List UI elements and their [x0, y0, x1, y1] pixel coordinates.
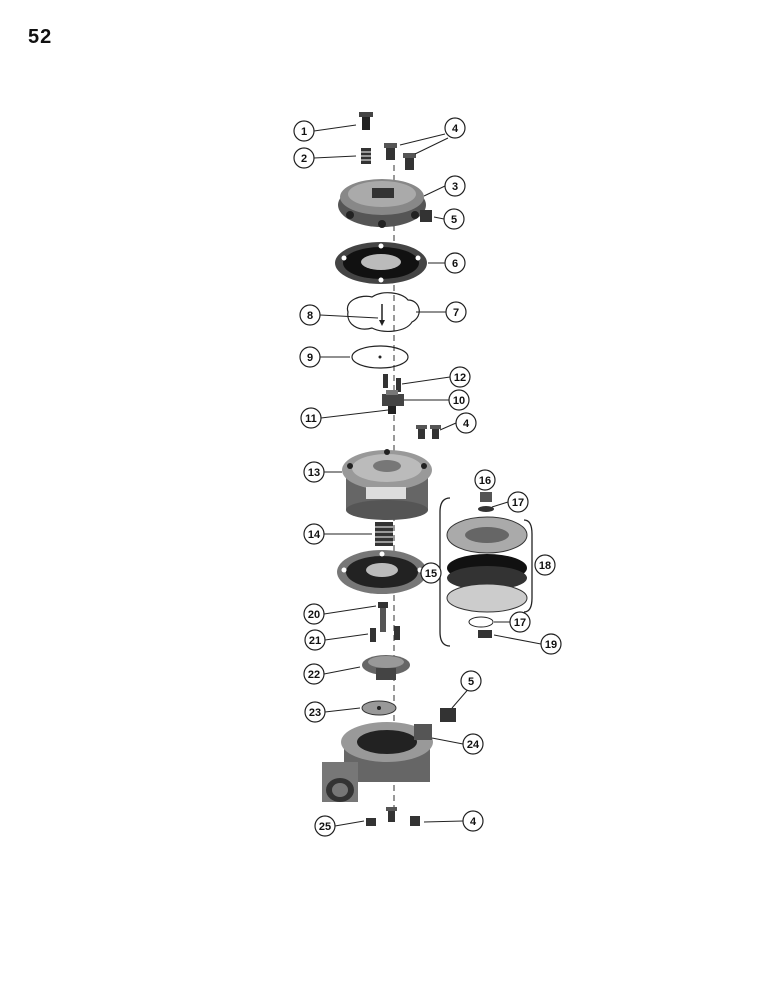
- svg-text:8: 8: [307, 310, 313, 322]
- cover-part-3: [338, 179, 426, 228]
- svg-text:15: 15: [425, 568, 437, 580]
- callout-19: 19: [540, 633, 562, 655]
- callout-18: 18: [534, 554, 556, 576]
- svg-text:6: 6: [452, 258, 458, 270]
- pin-part-8: [379, 304, 385, 326]
- callout-4b: 4: [455, 412, 477, 434]
- callout-10: 10: [448, 389, 470, 411]
- spring-part-14: [375, 522, 393, 546]
- callout-8: 8: [299, 304, 321, 326]
- callout-4c: 4: [462, 810, 484, 832]
- svg-text:12: 12: [454, 372, 466, 384]
- screw-part-4-bottom: [386, 807, 397, 822]
- callout-22: 22: [303, 663, 325, 685]
- washer-part-17-top: [478, 506, 494, 512]
- screw-part-1: [359, 112, 373, 130]
- svg-text:22: 22: [308, 669, 320, 681]
- svg-text:4: 4: [470, 816, 477, 828]
- svg-text:20: 20: [308, 609, 320, 621]
- svg-text:23: 23: [309, 707, 321, 719]
- callout-13: 13: [303, 461, 325, 483]
- plug-part-5-top: [420, 210, 432, 222]
- valve-body-part-22: [362, 655, 410, 680]
- svg-text:25: 25: [319, 821, 331, 833]
- callout-17a: 17: [507, 491, 529, 513]
- callout-2: 2: [293, 147, 315, 169]
- svg-text:7: 7: [453, 307, 459, 319]
- svg-text:11: 11: [305, 413, 317, 425]
- callout-14: 14: [303, 523, 325, 545]
- svg-text:17: 17: [514, 617, 526, 629]
- svg-text:17: 17: [512, 497, 524, 509]
- diaphragm-stack-part-18: [446, 516, 528, 613]
- svg-text:24: 24: [467, 739, 480, 751]
- svg-text:21: 21: [309, 635, 321, 647]
- callout-16: 16: [474, 469, 496, 491]
- callout-24: 24: [462, 733, 484, 755]
- svg-text:2: 2: [301, 153, 307, 165]
- screw-part-4-top: [384, 143, 416, 170]
- svg-text:18: 18: [539, 560, 551, 572]
- callout-6: 6: [444, 252, 466, 274]
- callout-9: 9: [299, 346, 321, 368]
- plug-part-4-base: [410, 816, 420, 826]
- svg-text:19: 19: [545, 639, 557, 651]
- nut-part-16: [480, 492, 492, 502]
- callout-15: 15: [420, 562, 442, 584]
- svg-text:3: 3: [452, 181, 458, 193]
- svg-text:5: 5: [468, 676, 474, 688]
- callout-21: 21: [304, 629, 326, 651]
- page-number: 52: [28, 26, 53, 48]
- pin-part-20: [378, 602, 388, 632]
- svg-text:13: 13: [308, 467, 320, 479]
- screw-part-4-mid: [416, 425, 441, 439]
- callout-1: 1: [293, 120, 315, 142]
- housing-part-13: [342, 449, 432, 520]
- base-housing-part-24: [322, 722, 433, 802]
- callout-3: 3: [444, 175, 466, 197]
- clip-part-19: [478, 630, 492, 638]
- plug-part-5-bottom: [440, 708, 456, 722]
- screws-part-21: [370, 626, 400, 642]
- svg-text:4: 4: [452, 123, 459, 135]
- disc-part-9: [351, 345, 409, 369]
- svg-text:4: 4: [463, 418, 470, 430]
- callout-4a: 4: [444, 117, 466, 139]
- svg-text:5: 5: [451, 214, 457, 226]
- callout-17b: 17: [509, 611, 531, 633]
- callout-20: 20: [303, 603, 325, 625]
- callout-11: 11: [300, 407, 322, 429]
- svg-text:9: 9: [307, 352, 313, 364]
- valve-part-10: [382, 390, 404, 406]
- screws-part-12: [383, 374, 401, 392]
- valve-seat-part-11: [388, 406, 396, 414]
- callout-5b: 5: [460, 670, 482, 692]
- svg-text:14: 14: [308, 529, 321, 541]
- washer-part-23: [361, 700, 397, 716]
- callout-12: 12: [449, 366, 471, 388]
- plug-part-25: [366, 818, 376, 826]
- plate-part-7: [346, 292, 420, 332]
- svg-text:10: 10: [453, 395, 465, 407]
- bracket-18: [523, 519, 533, 613]
- svg-text:1: 1: [301, 126, 307, 138]
- diaphragm-part-15: [337, 550, 427, 594]
- washer-part-17-bottom: [468, 616, 494, 628]
- svg-text:16: 16: [479, 475, 491, 487]
- callout-5a: 5: [443, 208, 465, 230]
- callout-25: 25: [314, 815, 336, 837]
- callout-7: 7: [445, 301, 467, 323]
- callout-23: 23: [304, 701, 326, 723]
- gasket-part-6: [335, 242, 427, 284]
- spring-part-2: [361, 148, 371, 164]
